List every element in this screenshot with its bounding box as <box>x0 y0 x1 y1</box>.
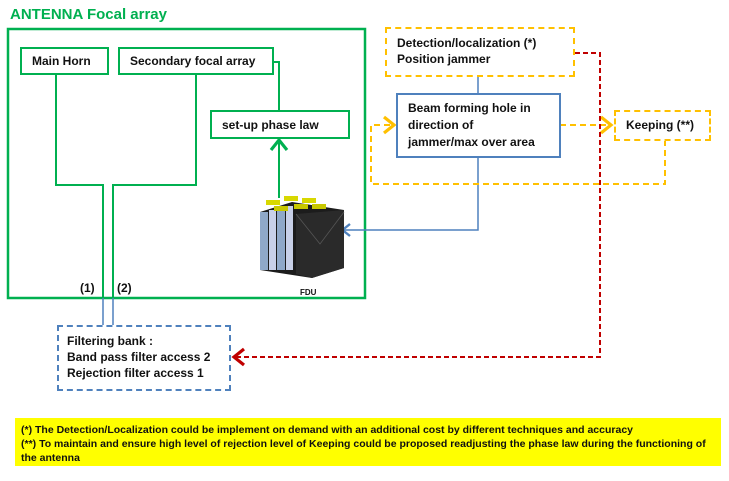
footnote-1: (*) The Detection/Localization could be … <box>21 424 634 436</box>
beam-forming-box: Beam forming hole in direction of jammer… <box>396 93 561 158</box>
beam-line-3: jammer/max over area <box>408 135 535 149</box>
filtering-bank-box: Filtering bank : Band pass filter access… <box>57 325 231 391</box>
fdu-device-image <box>260 196 345 278</box>
detection-line-1: Detection/localization (*) <box>397 36 537 50</box>
secondary-array-label: Secondary focal array <box>130 54 256 68</box>
port-2-label: (2) <box>117 281 132 295</box>
main-horn-box: Main Horn <box>20 47 109 75</box>
diagram-title: ANTENNA Focal array <box>10 6 167 23</box>
filter-line-1: Filtering bank : <box>67 334 154 348</box>
phase-law-box: set-up phase law <box>210 110 350 139</box>
footnote-box: (*) The Detection/Localization could be … <box>15 418 721 466</box>
keeping-label: Keeping (**) <box>626 118 695 132</box>
port-1-label: (1) <box>80 281 95 295</box>
footnote-2: (**) To maintain and ensure high level o… <box>21 438 706 464</box>
secondary-to-phase-line <box>273 61 280 110</box>
main-horn-label: Main Horn <box>32 54 91 68</box>
secondary-line <box>112 75 197 298</box>
secondary-array-box: Secondary focal array <box>118 47 274 75</box>
filter-line-2: Band pass filter access 2 <box>67 350 211 364</box>
fdu-label: FDU <box>300 288 317 297</box>
antenna-frame <box>6 27 367 300</box>
beam-to-fdu-arrow <box>340 157 479 237</box>
phase-law-label: set-up phase law <box>222 117 319 132</box>
beam-line-1: Beam forming hole in <box>408 101 531 115</box>
keeping-loop-line <box>370 115 666 185</box>
keeping-box: Keeping (**) <box>614 110 711 141</box>
detection-to-filter-arrow <box>231 52 601 367</box>
detection-line-2: Position jammer <box>397 52 491 66</box>
filter-line-3: Rejection filter access 1 <box>67 366 204 380</box>
beam-line-2: direction of <box>408 118 474 132</box>
detection-box: Detection/localization (*) Position jamm… <box>385 27 575 77</box>
main-horn-line <box>55 75 104 298</box>
